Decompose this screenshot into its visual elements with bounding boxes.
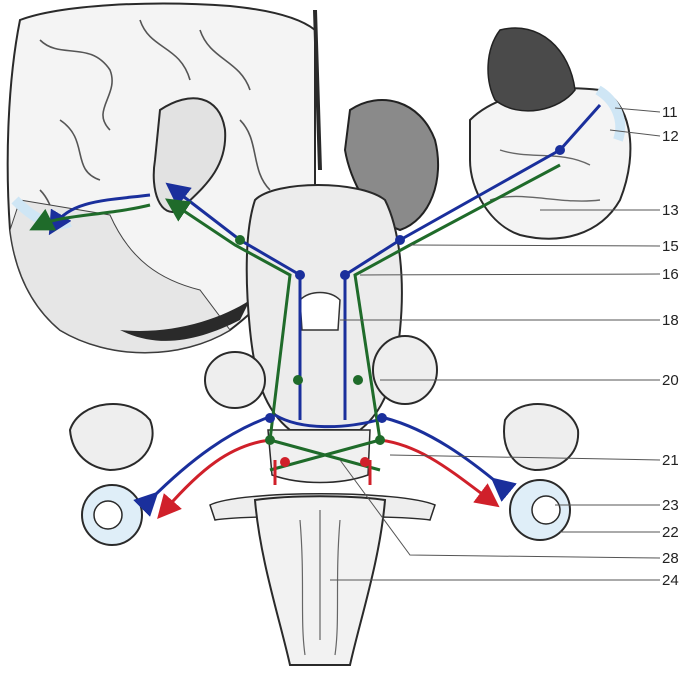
label-20: 20 xyxy=(662,372,679,389)
label-21: 21 xyxy=(662,452,679,469)
figure-labels: 11 12 13 15 16 18 20 21 23 22 28 24 xyxy=(662,104,679,589)
label-16: 16 xyxy=(662,266,679,283)
label-15: 15 xyxy=(662,238,679,255)
label-23: 23 xyxy=(662,497,679,514)
label-24: 24 xyxy=(662,572,679,589)
label-11: 11 xyxy=(662,104,678,121)
label-28: 28 xyxy=(662,550,679,567)
medulla xyxy=(210,494,435,665)
label-12: 12 xyxy=(662,128,679,145)
label-13: 13 xyxy=(662,202,679,219)
right-inner-ear xyxy=(504,404,578,540)
label-22: 22 xyxy=(662,524,679,541)
label-18: 18 xyxy=(662,312,679,329)
right-temporal-lobe xyxy=(470,28,630,239)
left-inner-ear xyxy=(70,404,153,545)
